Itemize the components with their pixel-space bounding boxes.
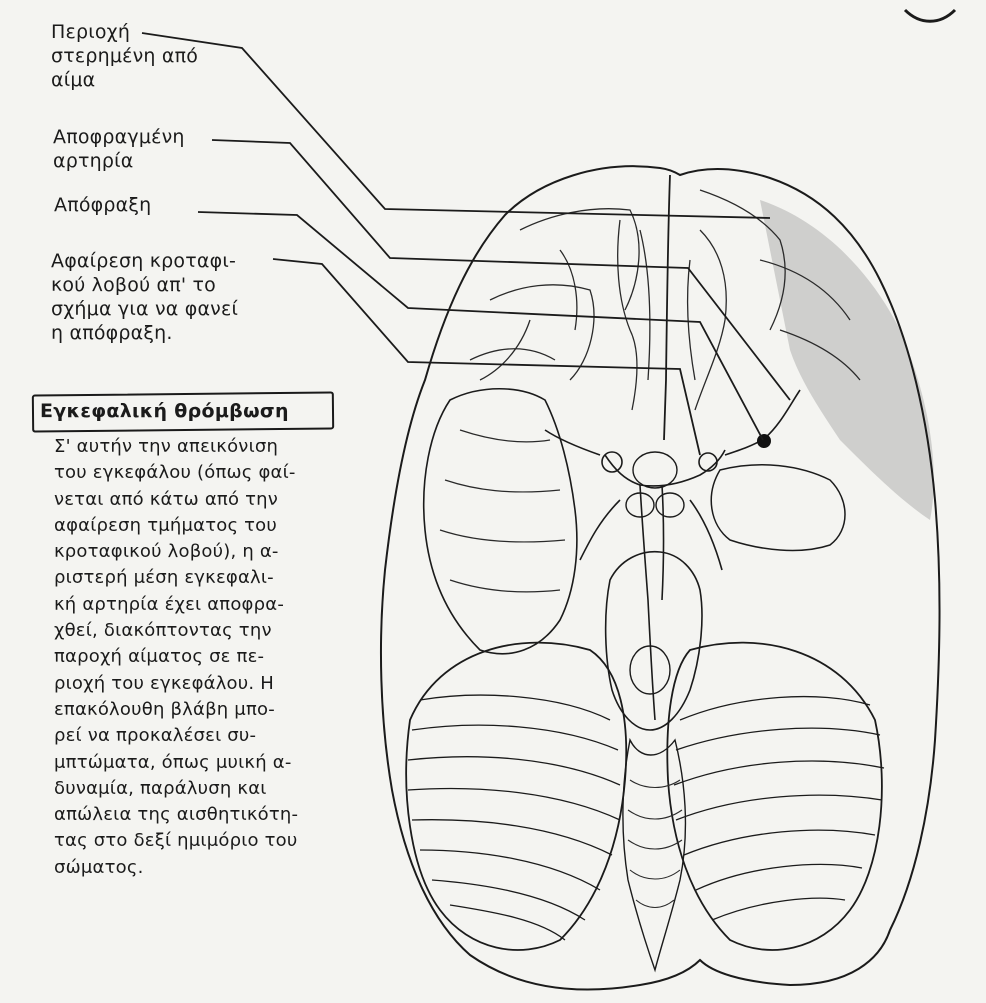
caption-line: Σ' αυτήν την απεικόνιση <box>54 434 326 460</box>
caption-line: σώματος. <box>54 855 326 881</box>
label-lobe-removal: Αφαίρεση κροταφι- κού λοβού απ' το σχήμα… <box>51 249 238 345</box>
caption-line: ριοχή του εγκεφάλου. Η <box>54 671 326 697</box>
caption-line: του εγκεφάλου (όπως φαί- <box>54 460 326 486</box>
label-line: σχήμα για να φανεί <box>51 297 238 321</box>
label-line: στερημένη από <box>51 44 198 68</box>
label-line: Περιοχή <box>51 20 198 44</box>
caption-line: κή αρτηρία έχει αποφρα- <box>54 592 326 618</box>
caption-line: αφαίρεση τμήματος του <box>54 513 326 539</box>
caption-line: επακόλουθη βλάβη μπο- <box>54 697 326 723</box>
caption-line: δυναμία, παράλυση και <box>54 776 326 802</box>
label-line: αίμα <box>51 68 198 92</box>
caption-line: ρεί να προκαλέσει συ- <box>54 723 326 749</box>
label-line: Αφαίρεση κροταφι- <box>51 249 238 273</box>
caption-title: Εγκεφαλική θρόμβωση <box>40 400 289 422</box>
label-line: Απόφραξη <box>54 193 151 217</box>
label-line: αρτηρία <box>53 149 185 173</box>
caption-line: νεται από κάτω από την <box>54 487 326 513</box>
caption-line: ριστερή μέση εγκεφαλι- <box>54 565 326 591</box>
caption-line: απώλεια της αισθητικότη- <box>54 802 326 828</box>
label-line: Αποφραγμένη <box>53 125 185 149</box>
label-occlusion: Απόφραξη <box>54 193 151 217</box>
caption-line: τας στο δεξί ημιμόριο του <box>54 828 326 854</box>
label-deprived-area: Περιοχή στερημένη από αίμα <box>51 20 198 92</box>
caption-line: μπτώματα, όπως μυική α- <box>54 750 326 776</box>
caption-line: χθεί, διακόπτοντας την <box>54 618 326 644</box>
caption-line: κροταφικού λοβού), η α- <box>54 539 326 565</box>
caption-line: παροχή αίματος σε πε- <box>54 644 326 670</box>
caption-body: Σ' αυτήν την απεικόνιση του εγκεφάλου (ό… <box>54 434 326 881</box>
label-occluded-artery: Αποφραγμένη αρτηρία <box>53 125 185 173</box>
label-line: η απόφραξη. <box>51 321 238 345</box>
label-line: κού λοβού απ' το <box>51 273 238 297</box>
